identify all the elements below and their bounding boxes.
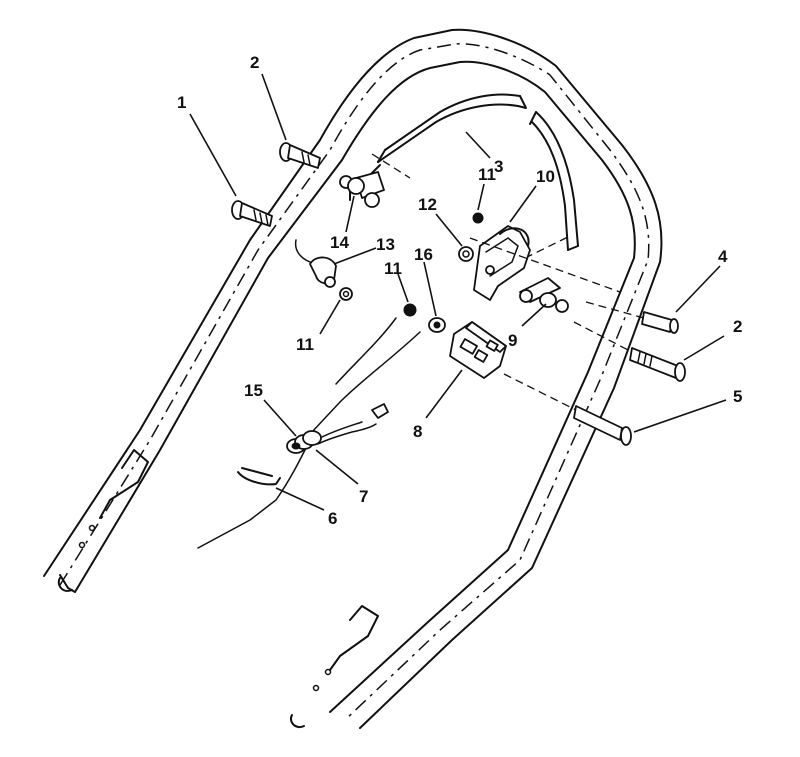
callout-16: 16: [414, 245, 433, 264]
callout-14: 14: [330, 233, 349, 252]
callout-5: 5: [733, 387, 742, 406]
upper-handle: [43, 28, 663, 729]
callout-9: 9: [508, 331, 517, 350]
callout-15: 15: [244, 381, 263, 400]
nut-11-left: [339, 287, 353, 301]
callout-6: 6: [328, 509, 337, 528]
callout-7: 7: [359, 487, 368, 506]
nut-11-upper: [472, 212, 484, 224]
callout-2-upper: 2: [250, 53, 259, 72]
callout-3: 3: [494, 157, 503, 176]
bolt-2-upper: [279, 142, 321, 169]
callout-11-upper: 11: [478, 165, 496, 184]
callout-12: 12: [418, 195, 437, 214]
callout-1: 1: [177, 93, 186, 112]
bolt-2-right: [573, 321, 686, 382]
cable-spring-15: [286, 430, 322, 454]
callout-8: 8: [413, 422, 422, 441]
callout-13: 13: [376, 235, 395, 254]
bolt-1: [231, 200, 273, 227]
bolt-5: [503, 373, 632, 446]
control-bail: [339, 93, 579, 303]
leader-lines: [189, 73, 727, 511]
callout-10: 10: [536, 167, 555, 186]
bolt-4: [585, 301, 679, 334]
callout-11-left: 11: [296, 335, 314, 354]
callouts: 1 2 3 4 2 5 6 7 8 9 10 11 12 13 14 11 11…: [177, 53, 742, 528]
cable-guide-8: [449, 321, 507, 379]
control-cable: [197, 317, 421, 549]
spacer-9: [539, 292, 569, 313]
cable-clip-13: [294, 239, 337, 288]
spacer-14: [347, 177, 365, 201]
nut-12: [458, 246, 474, 262]
bracket: [469, 225, 621, 301]
callout-2-right: 2: [733, 317, 742, 336]
washer-16: [428, 317, 446, 333]
callout-11-middle: 11: [384, 259, 402, 278]
nut-11-middle: [403, 303, 417, 317]
callout-4: 4: [718, 247, 728, 266]
cable-tie-6: [237, 467, 281, 486]
